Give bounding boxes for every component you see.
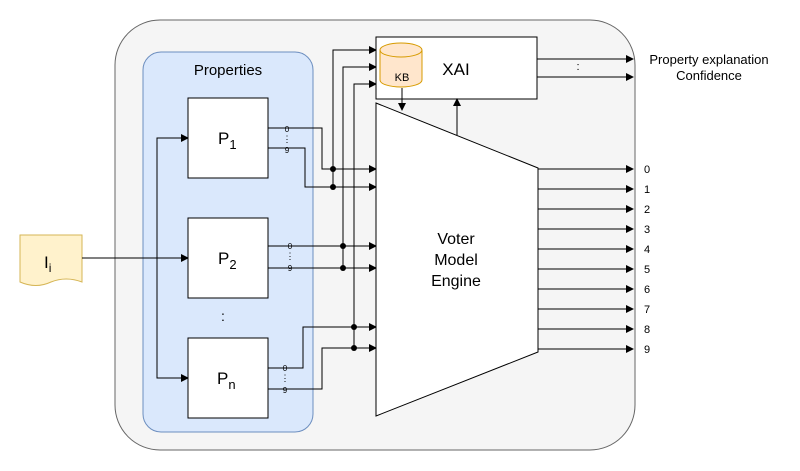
input-document xyxy=(19,234,83,286)
xai-tap-3 xyxy=(353,80,377,327)
properties-ellipsis: : xyxy=(221,308,225,324)
pn-port9-line xyxy=(268,344,377,390)
confidence-label: Confidence xyxy=(676,68,742,83)
xai-tap-1 xyxy=(332,46,377,169)
svg-text:9: 9 xyxy=(283,386,288,395)
class-output-label-8: 8 xyxy=(644,324,650,336)
xai-tap-2 xyxy=(342,63,377,246)
junction-dots xyxy=(330,166,357,351)
p1-port9-line xyxy=(268,147,377,191)
input-label: Ii xyxy=(44,253,51,275)
svg-text:P2: P2 xyxy=(218,249,237,272)
engine-label-line2: Model xyxy=(434,252,478,269)
svg-text:⋮: ⋮ xyxy=(286,251,295,261)
p1-port0-line xyxy=(268,127,377,173)
fanout-line xyxy=(156,137,188,379)
class-output-label-6: 6 xyxy=(644,284,650,296)
property-block-1: P1 0 ⋮ 9 xyxy=(187,97,292,179)
class-output-label-9: 9 xyxy=(644,344,650,356)
class-output-label-5: 5 xyxy=(644,264,650,276)
explanation-label: Property explanation xyxy=(649,52,768,67)
class-output-label-0: 0 xyxy=(644,164,650,176)
svg-text:9: 9 xyxy=(285,146,290,155)
svg-text:⋮: ⋮ xyxy=(283,134,292,144)
properties-title: Properties xyxy=(194,62,262,79)
svg-text:Pn: Pn xyxy=(217,369,236,392)
kb-database-icon: KB xyxy=(379,42,423,88)
svg-text:KB: KB xyxy=(395,72,410,84)
class-output-label-3: 3 xyxy=(644,224,650,236)
engine-label-line1: Voter xyxy=(437,231,475,248)
class-output-label-1: 1 xyxy=(644,184,650,196)
pn-port0-line xyxy=(268,323,377,369)
class-output-label-7: 7 xyxy=(644,304,650,316)
svg-text:0: 0 xyxy=(285,125,290,134)
voter-model-engine xyxy=(375,102,539,417)
xai-label: XAI xyxy=(442,60,469,79)
class-output-label-4: 4 xyxy=(644,244,650,256)
svg-text:P1: P1 xyxy=(218,129,237,152)
xai-output-ellipsis: : xyxy=(576,61,579,73)
svg-text:⋮: ⋮ xyxy=(281,373,290,383)
class-output-label-2: 2 xyxy=(644,204,650,216)
class-outputs: 0 1 2 3 4 5 6 7 8 9 xyxy=(538,164,650,356)
engine-label-line3: Engine xyxy=(431,273,481,290)
